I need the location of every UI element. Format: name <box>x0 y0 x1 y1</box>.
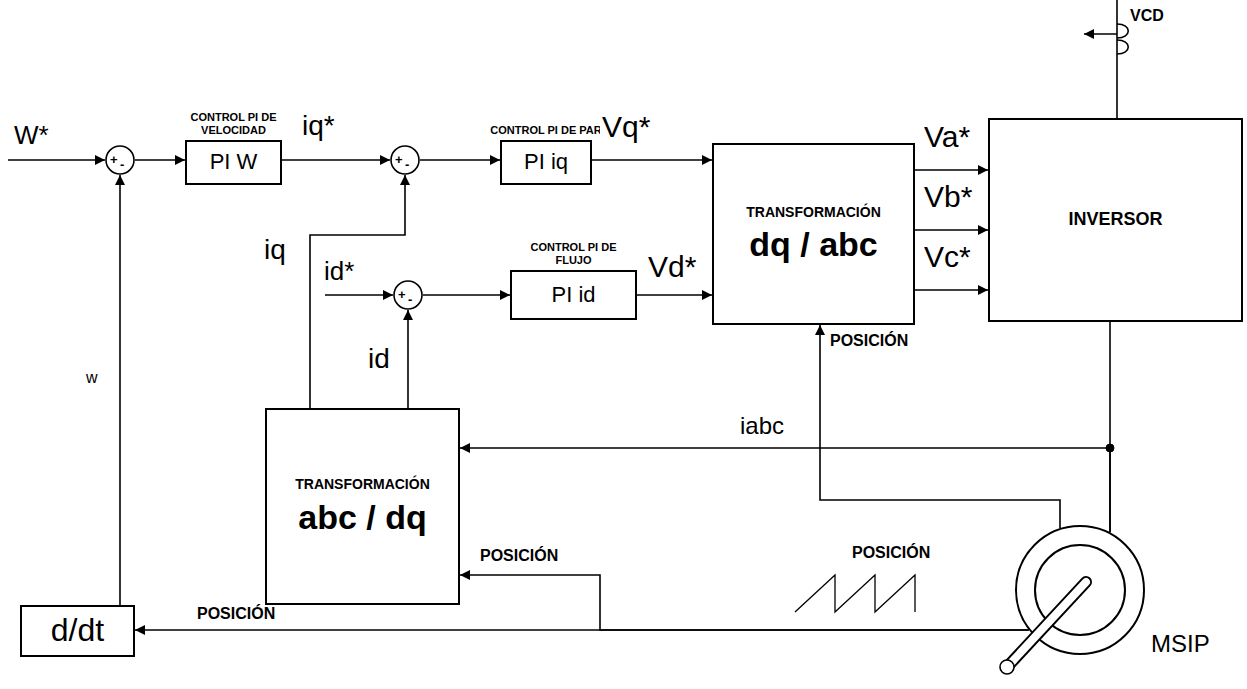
signal-connector <box>135 629 1029 631</box>
signal-connector <box>407 310 409 408</box>
block-text: INVERSOR <box>1068 210 1162 230</box>
motor-label: MSIP <box>1151 631 1210 657</box>
signal-label: POSICIÓN <box>478 548 560 564</box>
signal-label: w <box>84 370 100 386</box>
signal-name: id* <box>322 258 356 284</box>
signal-label: Vd* <box>646 252 698 282</box>
block-text: PI iq <box>524 150 568 174</box>
signal-label: Vc* <box>922 242 973 272</box>
signal-connector <box>119 175 121 605</box>
signal-label: Va* <box>922 122 972 152</box>
signal-label: POSICIÓN <box>828 333 910 349</box>
motor-shaft <box>1009 582 1086 665</box>
block-heading: CONTROL PI DE PAR <box>487 124 605 138</box>
sawtooth-wave <box>795 575 915 612</box>
junction-outline <box>391 146 419 174</box>
motor-symbol: MSIP <box>1015 525 1145 655</box>
junction-outline <box>106 146 134 174</box>
dc-bus-wire <box>1116 0 1118 118</box>
signal-label: iabc <box>738 414 786 438</box>
signal-connector <box>592 159 712 161</box>
signal-connector <box>423 294 510 296</box>
summing-junction: +- <box>393 280 423 310</box>
signal-connector <box>460 575 1029 630</box>
signal-label: iq* <box>300 112 337 140</box>
signal-connector <box>310 175 405 408</box>
signal-label: Vb* <box>922 182 974 212</box>
signal-label: iq <box>262 236 288 264</box>
block-text: TRANSFORMACIÓN <box>295 477 430 492</box>
sign-mark: + <box>110 153 118 166</box>
block-box: CONTROL PI DE FLUJOPI id <box>510 270 637 320</box>
sign-mark: + <box>395 153 403 166</box>
signal-name: VCD <box>1128 8 1166 24</box>
junction-outline <box>394 281 422 309</box>
block-box: CONTROL PI DE PARPI iq <box>500 140 592 185</box>
block-text: PI W <box>210 150 258 174</box>
block-box: TRANSFORMACIÓN dq / abc <box>712 143 915 325</box>
sign-mark: - <box>405 158 409 171</box>
block-box: d/dt <box>20 605 135 657</box>
block-box: TRANSFORMACIÓN abc / dq <box>265 408 460 605</box>
signal-name: W* <box>12 122 51 148</box>
block-heading: CONTROL PI DE FLUJO <box>515 241 633 269</box>
signal-connector <box>915 229 988 231</box>
input-arrow <box>325 294 393 296</box>
block-heading: CONTROL PI DE VELOCIDAD <box>175 111 293 139</box>
block-text: d/dt <box>51 613 104 648</box>
shaft-end <box>1000 660 1014 674</box>
block-text: dq / abc <box>749 226 877 263</box>
signal-label: id <box>366 345 392 373</box>
summing-junction: +- <box>390 145 420 175</box>
input-arrow <box>8 159 105 161</box>
motor-drawing <box>1015 525 1145 655</box>
summing-junction: +- <box>105 145 135 175</box>
signal-connector <box>915 169 988 171</box>
block-box: INVERSOR <box>988 118 1243 322</box>
block-text: abc / dq <box>298 499 426 536</box>
signal-connector <box>460 448 1110 532</box>
signal-connector <box>282 159 390 161</box>
sign-mark: - <box>408 293 412 306</box>
signal-connector <box>420 159 500 161</box>
block-text: PI id <box>551 283 595 307</box>
dc-bus-arrow <box>1084 33 1117 35</box>
signal-label: POSICIÓN <box>195 606 277 622</box>
signal-connector <box>637 294 712 296</box>
signal-name: POSICIÓN <box>850 545 932 561</box>
signal-connector <box>820 325 1060 528</box>
sign-mark: - <box>120 158 124 171</box>
block-text: TRANSFORMACIÓN <box>746 205 881 220</box>
block-box: CONTROL PI DE VELOCIDADPI W <box>185 140 282 185</box>
sign-mark: + <box>398 288 406 301</box>
current-sensor-coil <box>1117 24 1128 54</box>
signal-connector <box>135 159 185 161</box>
signal-connector <box>915 289 988 291</box>
signal-label: Vq* <box>600 112 652 142</box>
motor-shaft <box>1009 582 1086 665</box>
